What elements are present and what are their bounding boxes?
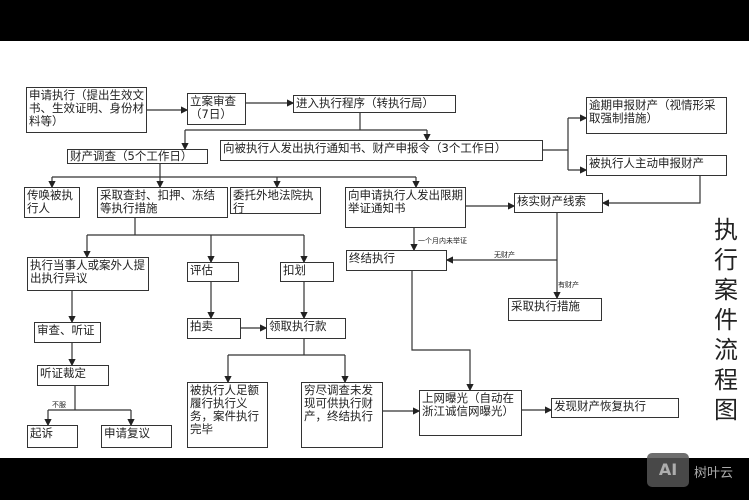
box-seize: 采取查封、扣押、冻结等执行措施: [97, 187, 228, 218]
connector-18: [411, 271, 474, 392]
box-hearing: 审查、听证: [34, 322, 101, 343]
connector-2: [185, 113, 427, 131]
box-measures: 采取执行措施: [508, 298, 602, 321]
box-verify: 核实财产线索: [514, 193, 603, 213]
label-dissatisfied: 不服: [52, 401, 66, 409]
label-no-evidence: 一个月内未举证: [418, 237, 467, 245]
box-declare: 被执行人主动申报财产: [586, 155, 727, 176]
box-overdue: 逾期申报财产（视情形采取强制措施）: [586, 97, 727, 134]
box-ruling: 听证裁定: [37, 365, 109, 386]
box-notice: 向被执行人发出执行通知书、财产申报令（3个工作日）: [220, 140, 543, 161]
box-review: 立案审查（7日）: [187, 93, 246, 125]
box-evidence-notice: 向申请执行人发出限期举证通知书: [345, 187, 466, 228]
box-investigate: 财产调查（5个工作日）: [67, 149, 208, 164]
box-summon: 传唤被执行人: [24, 187, 80, 218]
box-deduct: 扣划: [280, 262, 334, 282]
label-no-property: 无财产: [494, 251, 515, 259]
box-sue: 起诉: [27, 425, 78, 448]
box-reconsider: 申请复议: [101, 425, 172, 448]
connector-25: [48, 386, 131, 411]
connector-19: [87, 218, 304, 236]
box-expose: 上网曝光（自动在浙江诚信网曝光）: [419, 390, 522, 436]
box-exhausted: 穷尽调查未发现可供执行财产，终结执行: [301, 382, 383, 448]
box-auction: 拍卖: [187, 318, 241, 339]
box-receive: 领取执行款: [266, 318, 346, 339]
box-apply: 申请执行（提出生效文书、生效证明、身份材料等）: [26, 87, 147, 133]
box-resume: 发现财产恢复执行: [551, 398, 679, 418]
connector-31: [228, 339, 345, 356]
diagram-title: 执行案件流程图: [714, 216, 738, 424]
box-terminate: 终结执行: [346, 250, 447, 271]
box-fulfilled: 被执行人足额履行执行义务，案件执行完毕: [187, 382, 268, 448]
box-entrust: 委托外地法院执行: [230, 187, 321, 214]
box-appraise: 评估: [187, 262, 239, 282]
label-has-property: 有财产: [558, 281, 579, 289]
connector-5: [543, 118, 569, 170]
connector-14: [601, 176, 701, 207]
connector-8: [52, 164, 416, 178]
watermark-text: 树叶云: [694, 466, 734, 481]
box-enter: 进入执行程序（转执行局）: [293, 95, 456, 113]
watermark-logo: AI: [647, 453, 689, 487]
box-objection: 执行当事人或案外人提出执行异议: [27, 257, 149, 291]
